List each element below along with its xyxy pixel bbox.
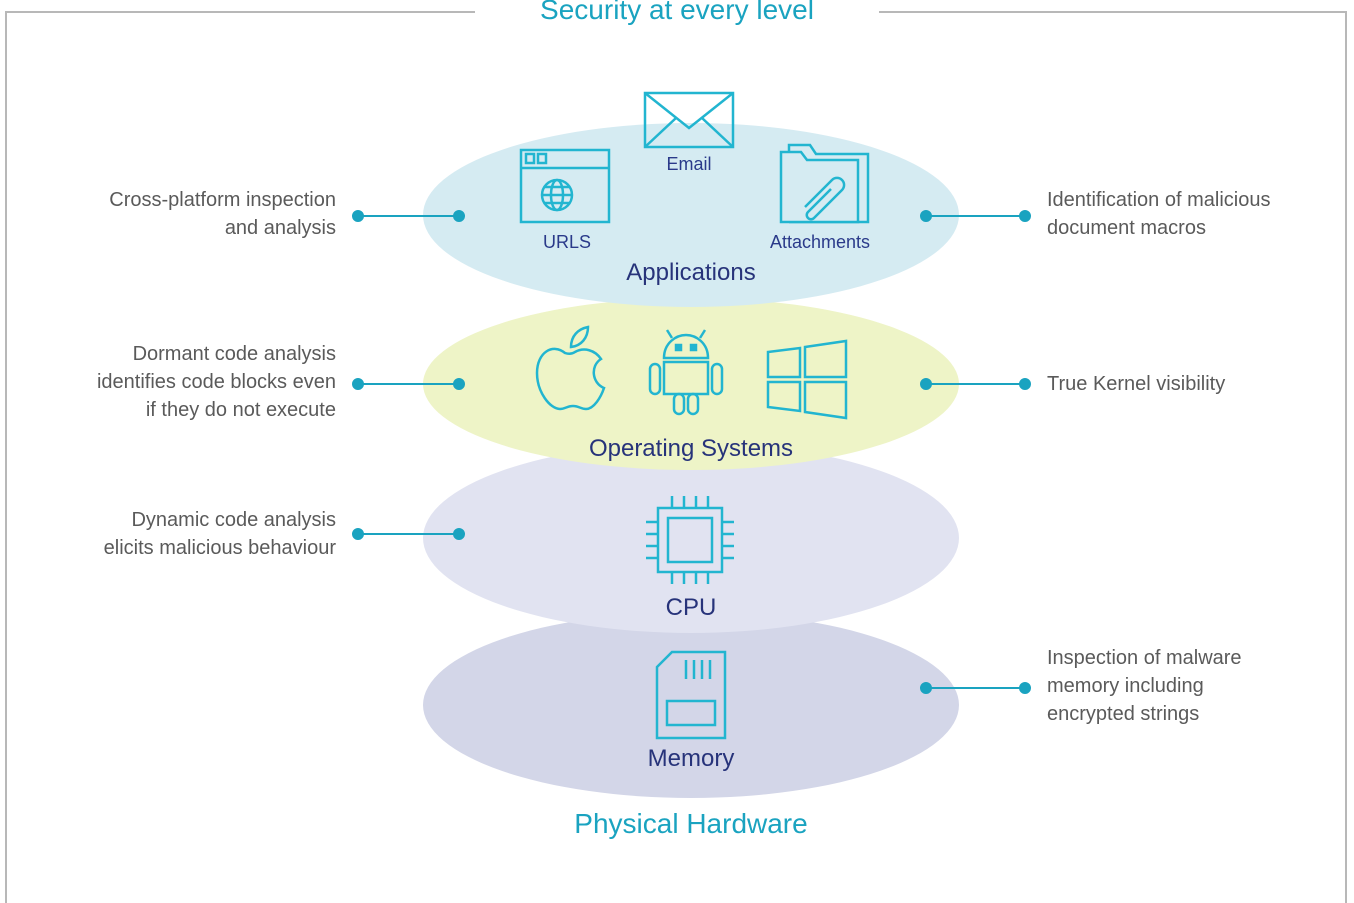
- connector-memory-right: [920, 682, 1031, 694]
- apple-icon: [535, 325, 606, 411]
- email-label: Email: [666, 154, 712, 174]
- layer-cpu-label: CPU: [665, 594, 717, 621]
- connector-os-right: [920, 378, 1031, 390]
- layer-memory-label: Memory: [647, 745, 735, 772]
- layer-os-ellipse: [423, 298, 959, 470]
- folder-attachment-icon: [779, 143, 870, 224]
- connector-cpu-left: [352, 528, 465, 540]
- layer-memory-ellipse: [423, 612, 959, 798]
- connector-os-left: [352, 378, 465, 390]
- layer-cpu-ellipse: [423, 443, 959, 633]
- callout-os-right: True Kernel visibility: [1047, 373, 1226, 395]
- attachments-label: Attachments: [769, 232, 871, 252]
- memory-card-icon: [655, 650, 727, 740]
- connector-app-left: [352, 210, 465, 222]
- browser-globe-icon: [519, 148, 611, 224]
- diagram-title: Security at every level: [0, 0, 1354, 28]
- callout-app-left: Cross-platform inspection and analysis: [109, 189, 336, 239]
- callout-os-left: Dormant code analysis identifies code bl…: [96, 343, 336, 421]
- connector-app-right: [920, 210, 1031, 222]
- windows-icon: [766, 339, 848, 420]
- callout-app-right: Identification of malicious document mac…: [1047, 189, 1271, 239]
- urls-label: URLS: [542, 232, 591, 252]
- email-icon: [643, 91, 735, 149]
- android-icon: [648, 329, 724, 416]
- layer-os-label: Operating Systems: [588, 435, 794, 462]
- callout-cpu-left: Dynamic code analysis elicits malicious …: [103, 509, 336, 559]
- layer-applications-label: Applications: [626, 259, 756, 286]
- physical-hardware-label: Physical Hardware: [574, 808, 808, 839]
- cpu-chip-icon: [646, 496, 734, 584]
- callout-memory-right: Inspection of malware memory including e…: [1047, 647, 1242, 725]
